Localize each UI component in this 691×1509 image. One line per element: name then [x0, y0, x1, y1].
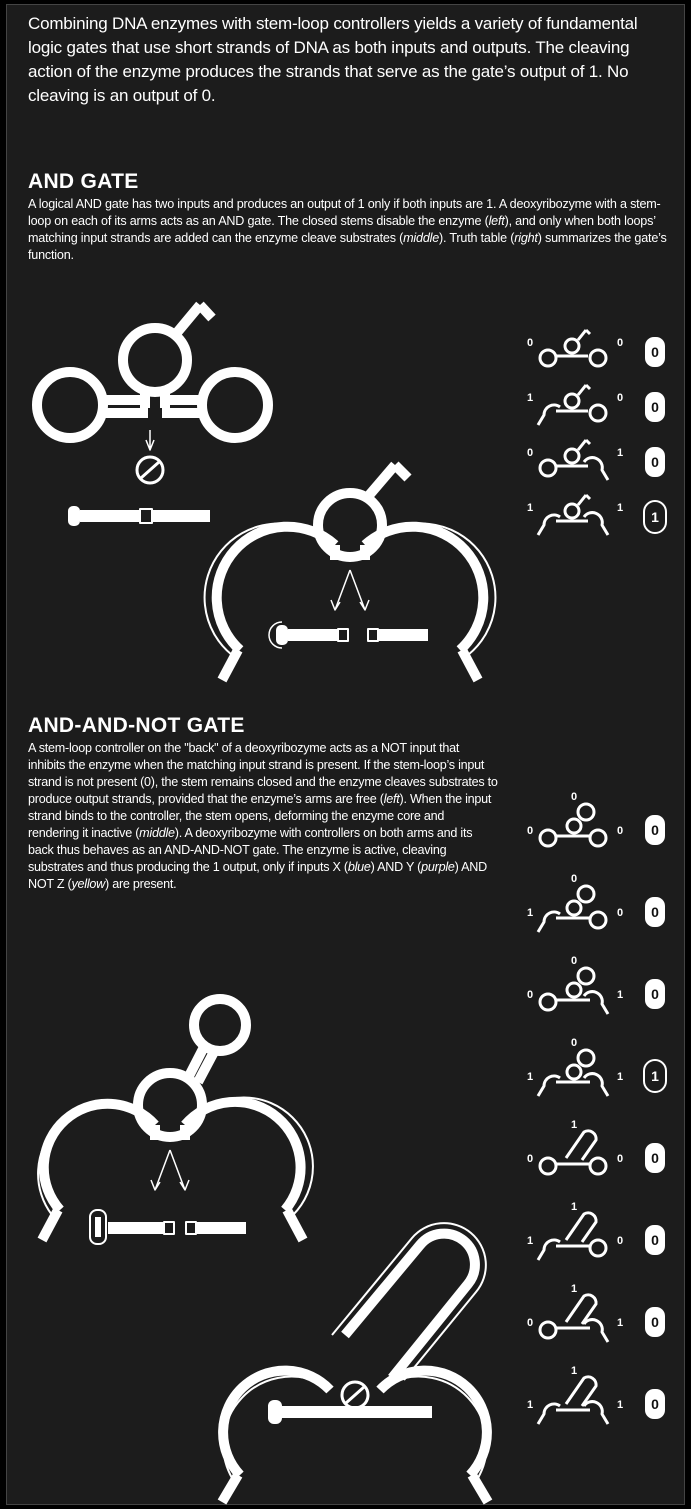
input-left-label: 1 — [527, 1071, 533, 1083]
truth-table-row: 0 0 0 — [527, 330, 665, 367]
andnot-gate-mini-enzyme — [540, 1295, 608, 1342]
input-right-label: 0 — [617, 1153, 623, 1165]
truth-table-row: 0 1 0 — [527, 440, 665, 480]
output-badge: 0 — [645, 447, 665, 477]
andnot-gate-inactive-enzyme — [222, 1223, 488, 1502]
input-top-label: 0 — [571, 955, 577, 967]
output-value: 0 — [651, 1232, 659, 1248]
input-right-label: 0 — [617, 337, 623, 349]
output-badge: 1 — [644, 501, 666, 533]
output-value: 0 — [651, 1150, 659, 1166]
andnot-gate-cleaved-substrate — [90, 1210, 246, 1244]
input-right-label: 0 — [617, 392, 623, 404]
input-top-label: 1 — [571, 1201, 577, 1213]
truth-table-row: 0 1 0 0 — [527, 873, 665, 932]
output-value: 0 — [651, 1314, 659, 1330]
andnot-gate-mini-enzyme — [540, 804, 606, 846]
andnot-gate-mini-enzyme — [538, 1377, 608, 1424]
output-badge: 1 — [644, 1060, 666, 1092]
input-left-label: 1 — [527, 907, 533, 919]
output-badge: 0 — [645, 337, 665, 367]
input-left-label: 0 — [527, 337, 533, 349]
andnot-gate-mini-enzyme — [538, 1213, 606, 1260]
truth-table-row: 0 0 0 0 — [527, 791, 665, 846]
input-right-label: 0 — [617, 907, 623, 919]
output-value: 1 — [651, 1068, 659, 1084]
input-left-label: 0 — [527, 825, 533, 837]
input-top-label: 1 — [571, 1283, 577, 1295]
input-left-label: 1 — [527, 502, 533, 514]
input-top-label: 1 — [571, 1365, 577, 1377]
andnot-gate-truth-table: 0 0 0 0 0 1 0 0 0 0 1 0 0 1 1 1 1 0 0 0 1 1 0 0 1 0 1 0 1 1 1 0 — [527, 791, 666, 1424]
truth-table-row: 1 1 1 — [527, 495, 666, 535]
output-badge: 0 — [645, 1225, 665, 1255]
and-gate-mini-enzyme — [538, 385, 606, 425]
input-left-label: 0 — [527, 1153, 533, 1165]
and-gate-mini-enzyme — [540, 330, 606, 366]
and-gate-uncleaved-substrate — [68, 506, 210, 526]
truth-table-row: 1 0 0 0 — [527, 1119, 665, 1174]
output-badge: 0 — [645, 897, 665, 927]
andnot-gate-mini-enzyme — [540, 968, 608, 1014]
output-badge: 0 — [645, 1389, 665, 1419]
truth-table-row: 0 0 1 0 — [527, 955, 665, 1014]
truth-table-row: 1 1 0 0 — [527, 1201, 665, 1260]
output-value: 0 — [651, 454, 659, 470]
and-gate-cleaved-substrate — [269, 622, 428, 648]
input-top-label: 0 — [571, 1037, 577, 1049]
output-badge: 0 — [645, 1143, 665, 1173]
and-gate-inactive-enzyme — [37, 305, 268, 438]
input-right-label: 1 — [617, 989, 623, 1001]
andnot-gate-active-enzyme — [38, 999, 313, 1240]
andnot-gate-mini-enzyme — [540, 1131, 606, 1174]
input-right-label: 1 — [617, 1399, 623, 1411]
output-value: 0 — [651, 1396, 659, 1412]
output-badge: 0 — [645, 815, 665, 845]
output-value: 0 — [651, 822, 659, 838]
input-left-label: 0 — [527, 1317, 533, 1329]
input-left-label: 1 — [527, 1399, 533, 1411]
and-gate-arrow-left — [146, 430, 154, 450]
input-right-label: 0 — [617, 1235, 623, 1247]
and-gate-truth-table: 0 0 0 1 0 0 0 1 0 1 1 1 — [527, 330, 666, 535]
truth-table-row: 1 0 0 — [527, 385, 665, 425]
input-left-label: 0 — [527, 447, 533, 459]
input-left-label: 1 — [527, 392, 533, 404]
input-top-label: 0 — [571, 791, 577, 803]
input-right-label: 1 — [617, 1071, 623, 1083]
andnot-gate-mini-enzyme — [538, 886, 606, 932]
output-value: 0 — [651, 344, 659, 360]
output-value: 0 — [651, 904, 659, 920]
output-value: 1 — [651, 509, 659, 525]
and-gate-inhibited-symbol — [137, 457, 163, 483]
input-top-label: 1 — [571, 1119, 577, 1131]
and-gate-active-enzyme — [205, 465, 496, 680]
input-left-label: 1 — [527, 1235, 533, 1247]
andnot-gate-arrows-left — [151, 1150, 189, 1190]
truth-table-row: 1 0 1 0 — [527, 1283, 665, 1342]
input-right-label: 1 — [617, 447, 623, 459]
input-right-label: 0 — [617, 825, 623, 837]
output-value: 0 — [651, 986, 659, 1002]
andnot-gate-mini-enzyme — [538, 1050, 608, 1096]
input-right-label: 1 — [617, 1317, 623, 1329]
input-left-label: 0 — [527, 989, 533, 1001]
truth-table-row: 0 1 1 1 — [527, 1037, 666, 1096]
input-top-label: 0 — [571, 873, 577, 885]
input-right-label: 1 — [617, 502, 623, 514]
output-badge: 0 — [645, 392, 665, 422]
truth-table-row: 1 1 1 0 — [527, 1365, 665, 1424]
and-gate-mini-enzyme — [540, 440, 608, 480]
output-badge: 0 — [645, 1307, 665, 1337]
output-value: 0 — [651, 399, 659, 415]
and-gate-arrows-middle — [331, 570, 369, 610]
and-gate-mini-enzyme — [538, 495, 608, 535]
output-badge: 0 — [645, 979, 665, 1009]
